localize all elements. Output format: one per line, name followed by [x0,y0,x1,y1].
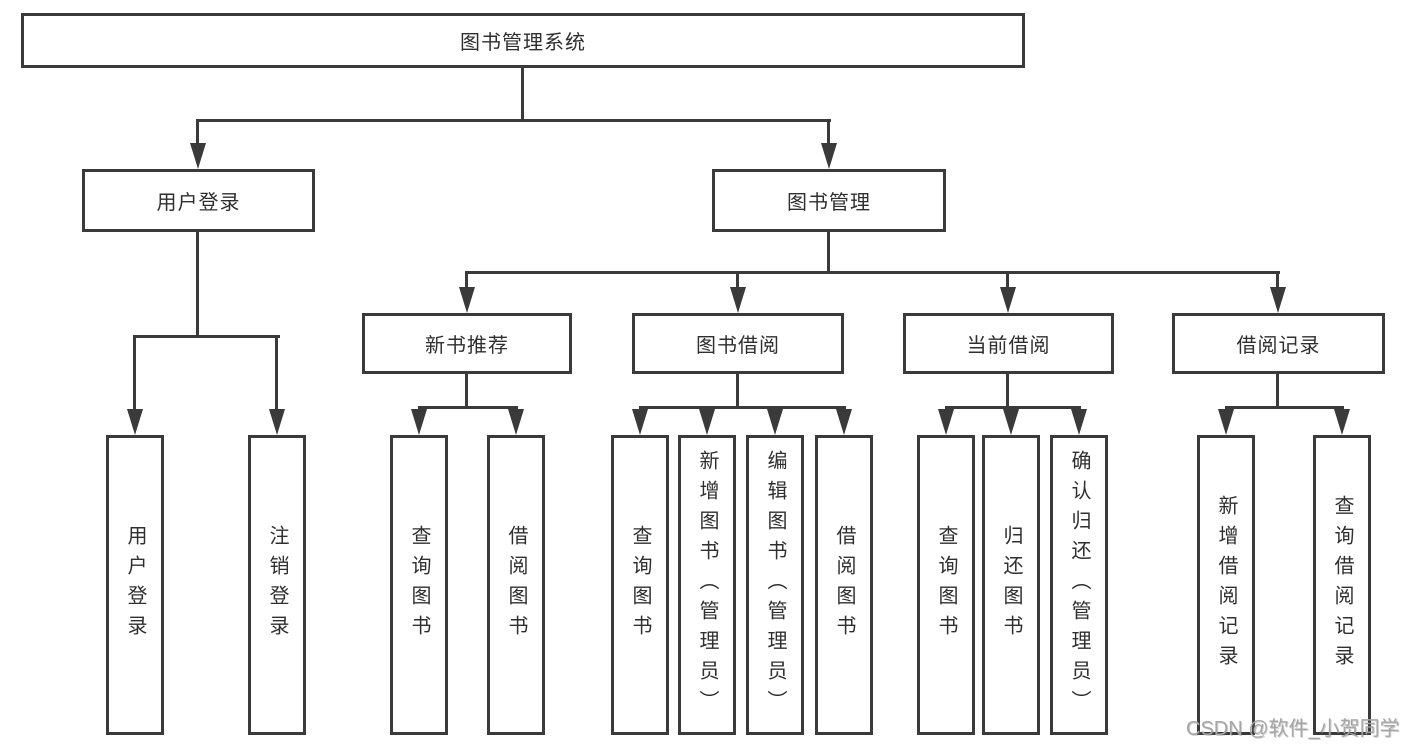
connector-book-borrow-stub [736,374,739,409]
node-leaf-bb-borrow-book-label: 借阅图书 [833,525,855,645]
connector-new-book-hline [418,406,518,409]
connector-user-login-hline [134,335,280,338]
arrowhead-bb-add-icon [699,409,715,435]
node-leaf-cb-return-book-label: 归还图书 [1000,525,1022,645]
arrowhead-nb-query-icon [411,409,427,435]
arrowhead-leaf-login-icon [127,409,143,435]
node-user-login: 用户登录 [82,169,315,232]
arrowhead-bb-query-icon [632,409,648,435]
arrowhead-nb-borrow-icon [508,409,524,435]
connector-root-stub [521,68,524,122]
arrowhead-cb-confirm-icon [1071,409,1087,435]
node-leaf-br-query-record-label: 查询借阅记录 [1331,495,1353,675]
connector-current-borrow-drop [1006,271,1009,290]
connector-borrow-record-drop [1276,271,1279,290]
connector-root-hline [197,119,831,122]
watermark: CSDN @软件_小贺同学 [1186,718,1400,740]
arrowhead-bb-edit-icon [767,409,783,435]
node-leaf-br-query-record: 查询借阅记录 [1313,435,1371,735]
node-leaf-nb-query-book-label: 查询图书 [408,525,430,645]
node-root: 图书管理系统 [21,13,1025,68]
node-current-borrow: 当前借阅 [903,313,1114,374]
node-leaf-bb-add-book-admin: 新增图书（管理员） [678,435,736,735]
node-leaf-bb-add-book-admin-label: 新增图书（管理员） [696,450,718,720]
connector-book-mgmt-drop [827,119,830,147]
node-new-book: 新书推荐 [362,313,572,374]
arrowhead-book-borrow-icon [730,287,746,313]
arrowhead-br-query-icon [1334,409,1350,435]
node-book-borrow: 图书借阅 [632,313,844,374]
node-leaf-cb-confirm-return-admin: 确认归还（管理员） [1050,435,1108,735]
connector-user-login-stub [196,232,199,338]
node-book-mgmt-label: 图书管理 [787,192,871,214]
arrowhead-current-borrow-icon [1000,287,1016,313]
node-borrow-record-label: 借阅记录 [1236,335,1321,357]
node-leaf-nb-borrow-book: 借阅图书 [487,435,545,735]
arrowhead-borrow-record-icon [1270,287,1286,313]
node-current-borrow-label: 当前借阅 [966,335,1051,357]
node-leaf-user-login: 用户登录 [106,435,164,735]
connector-new-book-stub [465,374,468,409]
node-leaf-cb-confirm-return-admin-label: 确认归还（管理员） [1068,450,1090,720]
connector-borrow-record-hline [1225,406,1344,409]
arrowhead-cb-query-icon [938,409,954,435]
node-leaf-logout: 注销登录 [248,435,306,735]
node-leaf-br-add-record-label: 新增借阅记录 [1215,495,1237,675]
node-book-mgmt: 图书管理 [712,169,946,232]
connector-current-borrow-hline [945,406,1081,409]
arrowhead-user-login-icon [190,143,206,169]
connector-user-login-drop [196,119,199,147]
node-leaf-bb-query-book: 查询图书 [611,435,669,735]
connector-book-borrow-drop [736,271,739,290]
arrowhead-cb-return-icon [1003,409,1019,435]
connector-borrow-record-stub [1276,374,1279,409]
node-user-login-label: 用户登录 [156,192,241,214]
node-leaf-cb-query-book-label: 查询图书 [935,525,957,645]
node-leaf-cb-query-book: 查询图书 [917,435,975,735]
connector-book-borrow-hline [639,406,846,409]
node-leaf-bb-query-book-label: 查询图书 [629,525,651,645]
connector-book-mgmt-hline [466,271,1280,274]
arrowhead-book-mgmt-icon [821,143,837,169]
node-leaf-user-login-label: 用户登录 [124,525,146,645]
node-book-borrow-label: 图书借阅 [696,335,780,357]
arrowhead-bb-borrow-icon [836,409,852,435]
connector-leaf-logout-drop [275,335,278,411]
node-root-label: 图书管理系统 [460,32,586,54]
node-leaf-bb-borrow-book: 借阅图书 [815,435,873,735]
node-leaf-bb-edit-book-admin: 编辑图书（管理员） [746,435,804,735]
connector-leaf-login-drop [133,335,136,411]
connector-current-borrow-stub [1006,374,1009,409]
node-new-book-label: 新书推荐 [425,335,509,357]
node-borrow-record: 借阅记录 [1172,313,1385,374]
node-leaf-logout-label: 注销登录 [266,525,288,645]
node-leaf-cb-return-book: 归还图书 [982,435,1040,735]
node-leaf-nb-query-book: 查询图书 [390,435,448,735]
node-leaf-nb-borrow-book-label: 借阅图书 [505,525,527,645]
arrowhead-br-add-icon [1218,409,1234,435]
node-leaf-br-add-record: 新增借阅记录 [1197,435,1255,735]
node-leaf-bb-edit-book-admin-label: 编辑图书（管理员） [764,450,786,720]
arrowhead-new-book-icon [459,287,475,313]
connector-new-book-drop [465,271,468,290]
arrowhead-leaf-logout-icon [269,409,285,435]
connector-book-mgmt-stub [827,232,830,274]
